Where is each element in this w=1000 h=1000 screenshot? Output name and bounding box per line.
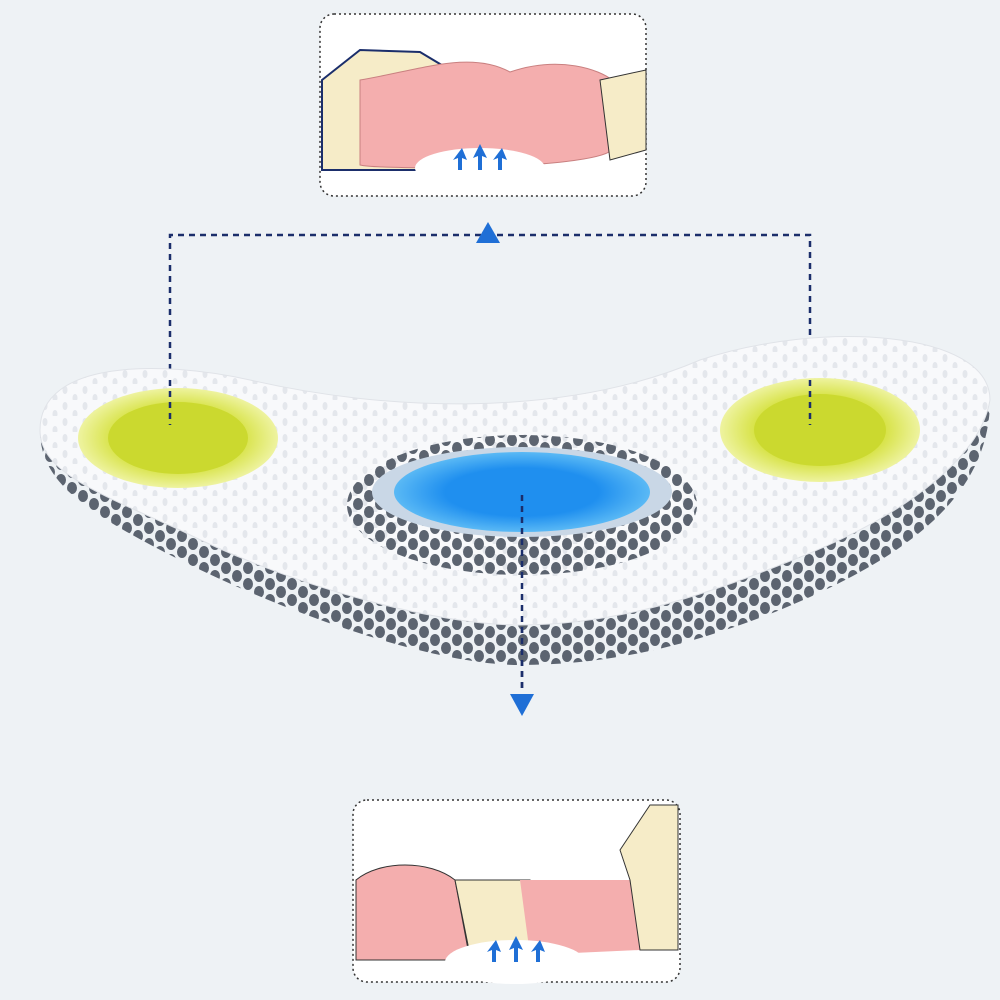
- arrow-down-icon: [510, 694, 534, 716]
- arrow-up-icon: [476, 222, 500, 243]
- support-arrows-icon: [453, 144, 507, 170]
- top-inset: [319, 13, 647, 197]
- bottom-inset: [352, 799, 681, 984]
- center-support-zone: [394, 452, 650, 532]
- support-arrows-icon: [487, 936, 545, 962]
- pillow: [39, 336, 991, 665]
